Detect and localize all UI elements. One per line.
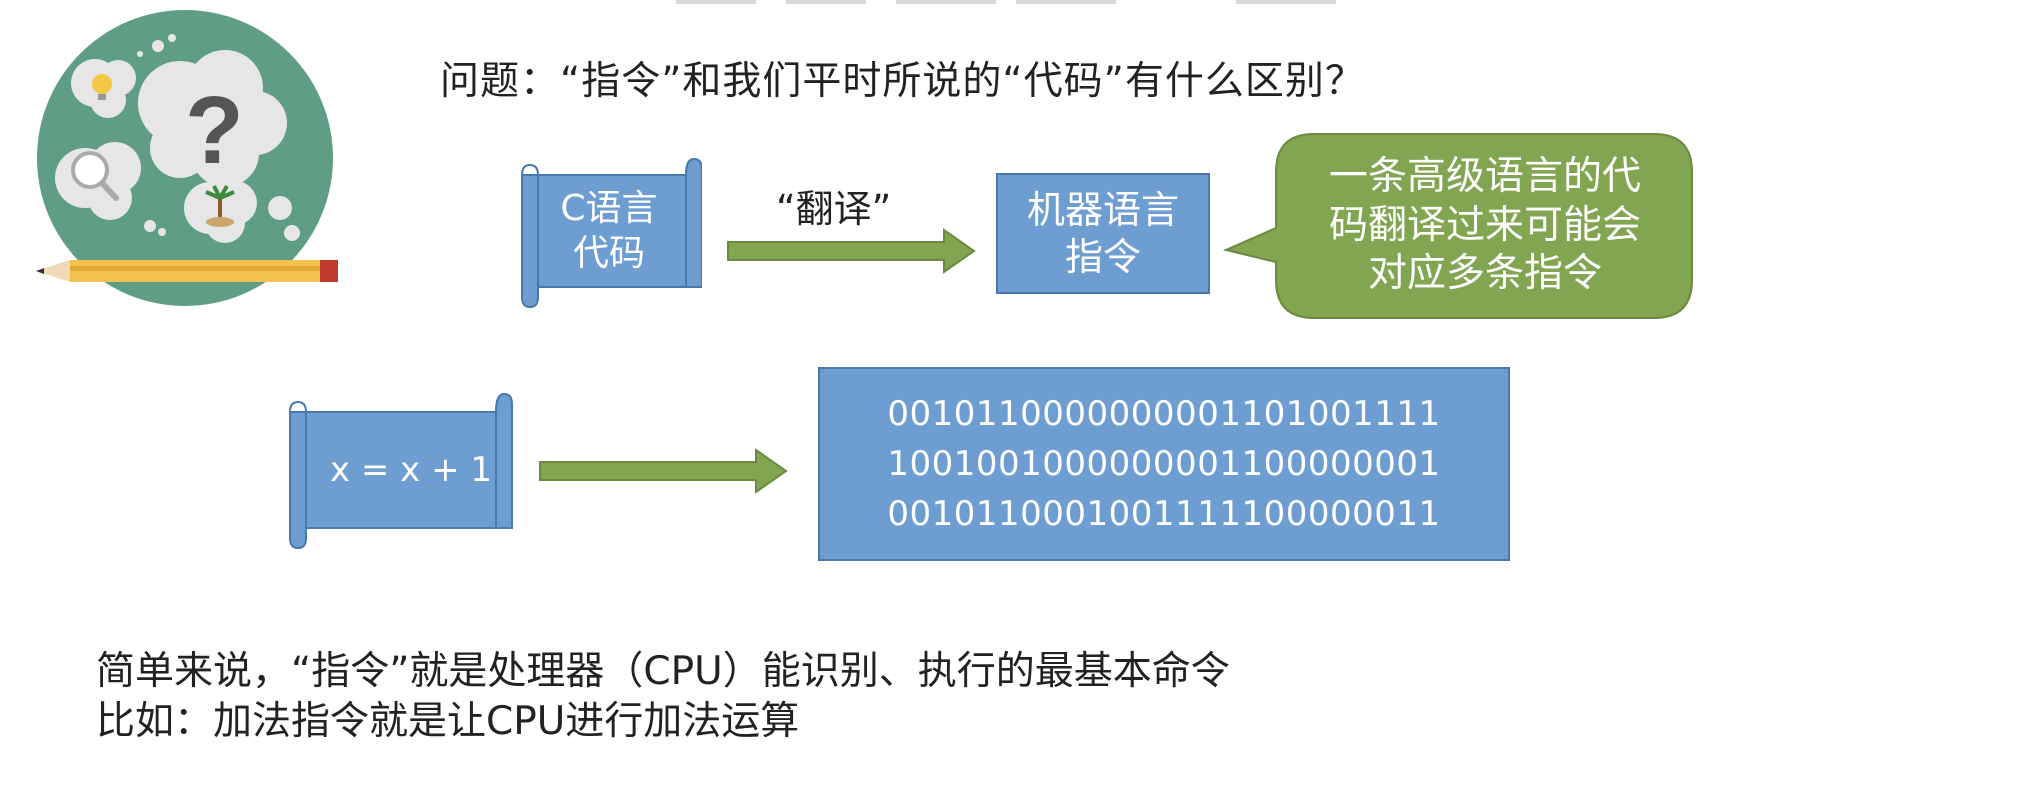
island-icon (184, 181, 257, 243)
bubble-line-2: 码翻译过来可能会 (1328, 202, 1641, 248)
binary-line-2: 1001001000000001100000001 (887, 444, 1441, 484)
cloud-dot-6 (144, 220, 156, 232)
cloud-dot-7 (158, 228, 166, 236)
machine-language-box: 机器语言 指令 (996, 173, 1210, 294)
translate-label: “翻译” (776, 187, 892, 231)
top-tab-5 (1236, 0, 1336, 4)
lightbulb-icon (71, 59, 136, 118)
cloud-dot-1 (152, 40, 164, 52)
expression-scroll: x = x + 1 (306, 412, 516, 528)
cloud-dot-4 (268, 196, 292, 220)
top-tab-1 (676, 0, 756, 4)
translate-arrow (727, 228, 976, 274)
c-code-line-2: 代码 (572, 233, 645, 274)
cloud-dot-3 (137, 51, 143, 57)
question-title: 问题：“指令”和我们平时所说的“代码”有什么区别？ (440, 59, 1365, 104)
magnifier-icon (55, 142, 141, 220)
speech-bubble-shape (1222, 133, 1693, 319)
expression-scroll-shape (289, 392, 513, 550)
binary-line-1: 0010110000000001101001111 (887, 394, 1441, 434)
binary-instructions-box: 0010110000000001101001111 10010010000000… (818, 367, 1510, 561)
c-code-scroll: C语言 代码 (540, 178, 678, 284)
top-tab-4 (1016, 0, 1116, 4)
summary-line-2: 比如：加法指令就是让CPU进行加法运算 (96, 699, 800, 744)
top-tab-2 (786, 0, 866, 4)
cloud-dot-5 (284, 225, 300, 241)
svg-text:?: ? (185, 77, 244, 184)
bubble-line-3: 对应多条指令 (1367, 251, 1602, 297)
summary-line-1: 简单来说，“指令”就是处理器（CPU）能识别、执行的最基本命令 (96, 649, 1230, 694)
question-cloud-icon: ? (138, 50, 287, 187)
binary-line-3: 0010110001001111100000011 (887, 494, 1441, 534)
cloud-dot-2 (168, 34, 176, 42)
c-code-line-1: C语言 (560, 188, 658, 229)
pencil-icon (36, 260, 338, 282)
machine-box-line-2: 指令 (1064, 234, 1141, 279)
machine-box-line-1: 机器语言 (1026, 188, 1179, 233)
thinking-illustration: ? (36, 10, 338, 306)
expression-text: x = x + 1 (329, 449, 493, 490)
compile-arrow (539, 448, 788, 494)
bubble-line-1: 一条高级语言的代 (1328, 154, 1641, 200)
top-tab-3 (896, 0, 996, 4)
speech-bubble: 一条高级语言的代 码翻译过来可能会 对应多条指令 (1280, 140, 1690, 312)
c-code-scroll-shape (521, 157, 702, 309)
